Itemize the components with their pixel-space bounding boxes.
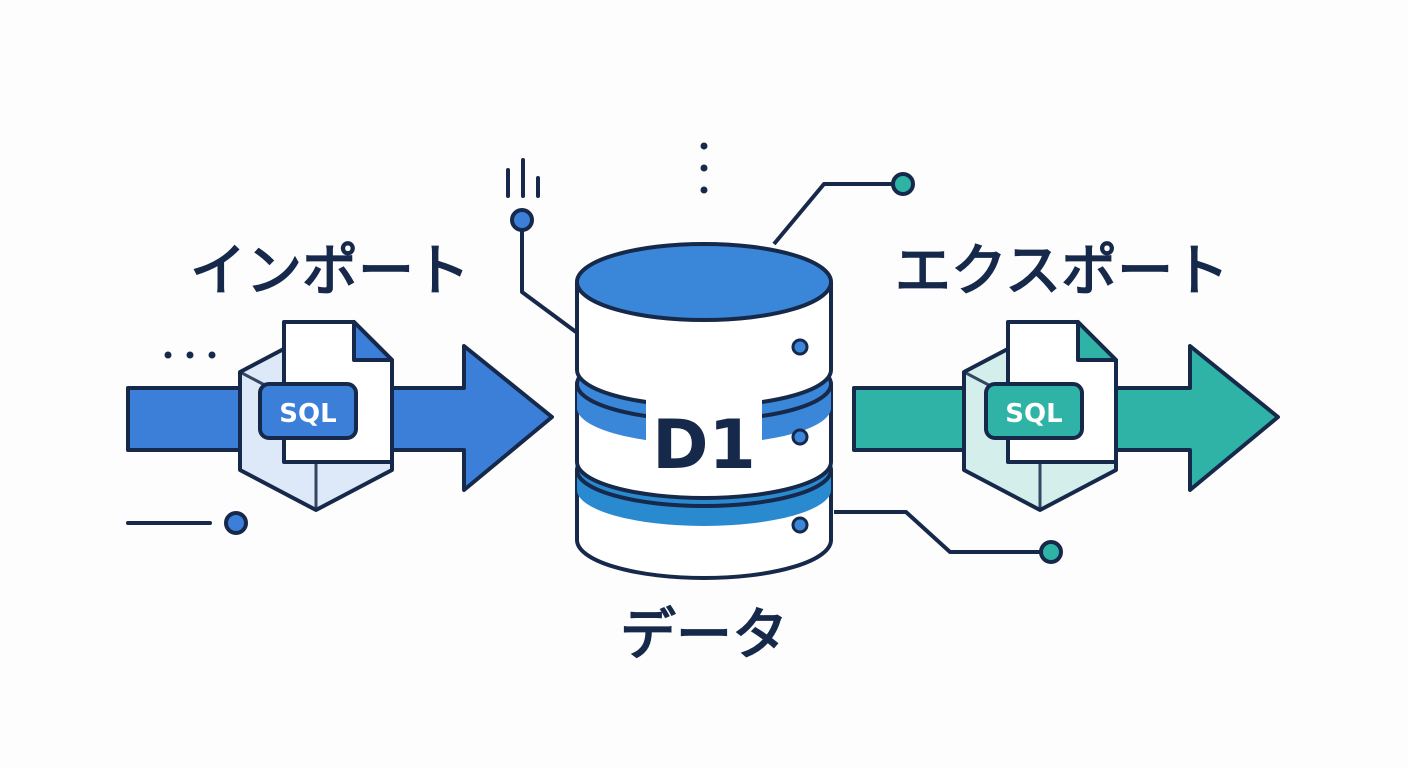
export-label: エクスポート	[895, 239, 1229, 304]
import-group: SQL インポート	[126, 239, 554, 535]
export-group: SQL エクスポート	[852, 239, 1280, 512]
connector-dot-icon	[224, 511, 248, 535]
import-label: インポート	[190, 239, 470, 304]
database-cylinder-icon: D1 データ	[506, 142, 1063, 668]
import-sql-file-icon: SQL	[258, 320, 394, 464]
import-decorations	[126, 351, 248, 535]
database-label: D1	[652, 406, 756, 485]
import-file-badge: SQL	[279, 399, 336, 429]
db-top-cap	[575, 242, 833, 322]
db-connectors	[506, 142, 1063, 564]
data-label: データ	[620, 603, 788, 668]
connector-dot-icon	[891, 172, 915, 196]
connector-dot-icon	[510, 208, 534, 232]
export-file-badge: SQL	[1005, 399, 1062, 429]
connector-dot-icon	[1039, 540, 1063, 564]
export-sql-file-icon: SQL	[984, 320, 1118, 464]
